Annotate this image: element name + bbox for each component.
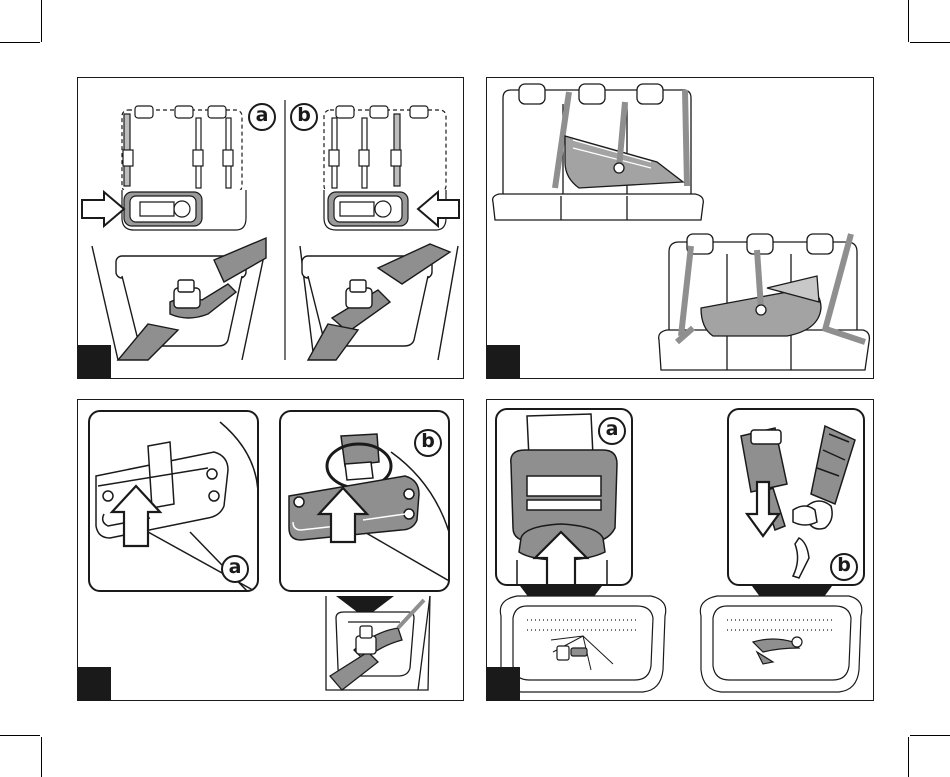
panel-2-illustration	[487, 78, 874, 379]
carrycot-top-view-b	[700, 596, 861, 692]
crop-mark	[910, 735, 950, 736]
inset-a: a	[88, 410, 259, 592]
badge-a: a	[598, 417, 626, 445]
panel-4: a b	[486, 399, 874, 701]
pointer-triangle-icon	[336, 596, 394, 618]
rear-seat-upper	[493, 84, 704, 220]
inset-b: b	[279, 410, 450, 592]
step-marker	[78, 667, 111, 700]
badge-a: a	[248, 103, 276, 131]
crop-mark	[910, 42, 950, 43]
badge-b: b	[830, 553, 858, 581]
inset-b: b	[727, 408, 865, 586]
panel-3: a b	[77, 399, 464, 701]
belt-detail-b	[300, 244, 458, 360]
insert-arrow-icon	[82, 192, 124, 226]
panel-1: a b	[77, 77, 464, 379]
rear-seat-lower	[659, 234, 870, 370]
crop-mark	[41, 737, 42, 777]
crop-mark	[908, 737, 909, 777]
inset-a: a	[495, 408, 633, 586]
belt-detail-a	[92, 238, 266, 360]
carrycot-top-view-a	[500, 596, 665, 692]
badge-b: b	[290, 103, 318, 131]
crop-mark	[0, 735, 40, 736]
badge-a: a	[221, 555, 249, 583]
crop-mark	[41, 0, 42, 42]
step-marker	[487, 345, 520, 378]
rear-seat-top-view-a	[122, 106, 246, 230]
crop-mark	[0, 42, 40, 43]
step-marker	[78, 345, 111, 378]
step-marker	[487, 667, 520, 700]
crop-mark	[908, 0, 909, 42]
panel-2	[486, 77, 874, 379]
badge-b: b	[414, 429, 442, 457]
